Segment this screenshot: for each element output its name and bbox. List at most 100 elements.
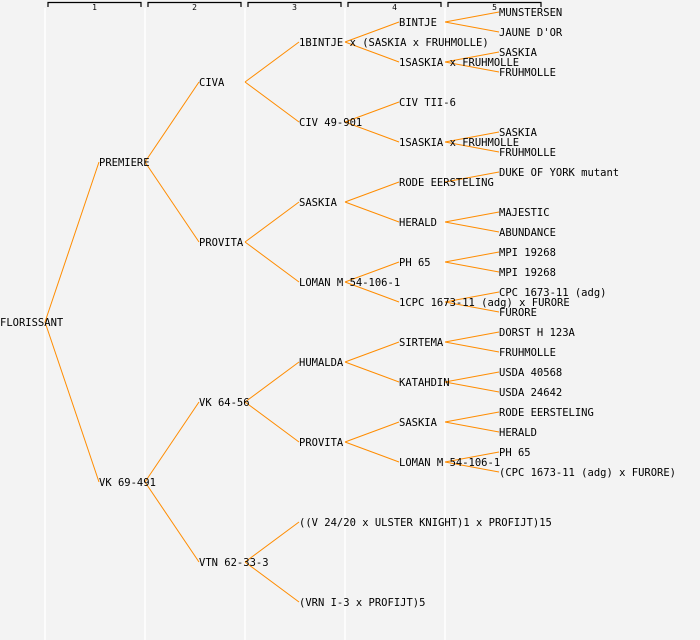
- connector-line: [244, 201, 300, 243]
- generation-bracket: [247, 1, 342, 7]
- pedigree-node[interactable]: VK 69-491: [99, 477, 156, 489]
- pedigree-node[interactable]: SASKIA: [399, 417, 438, 429]
- connector-line: [444, 221, 500, 233]
- pedigree-node[interactable]: CIV 49-901: [299, 117, 362, 129]
- pedigree-node[interactable]: FLORISSANT: [0, 317, 64, 329]
- pedigree-node[interactable]: ((V 24/20 x ULSTER KNIGHT)1 x PROFIJT)15: [299, 517, 552, 529]
- pedigree-node[interactable]: 1SASKIA x FRUHMOLLE: [399, 137, 519, 149]
- pedigree-node[interactable]: VTN 62-33-3: [199, 557, 269, 569]
- generation-number: 2: [192, 3, 197, 12]
- pedigree-node[interactable]: KATAHDIN: [399, 377, 450, 389]
- connector-line: [344, 261, 400, 283]
- connector-line: [444, 61, 500, 73]
- pedigree-node[interactable]: ABUNDANCE: [499, 227, 556, 239]
- connector-line: [444, 131, 500, 143]
- pedigree-node[interactable]: MUNSTERSEN: [499, 7, 562, 19]
- connector-line: [344, 281, 400, 303]
- connector-lines: [44, 11, 500, 603]
- pedigree-node[interactable]: HERALD: [499, 427, 537, 439]
- pedigree-node[interactable]: HERALD: [399, 217, 437, 229]
- generation-gridlines: [44, 8, 446, 640]
- connector-line: [444, 371, 500, 383]
- pedigree-node[interactable]: USDA 24642: [499, 387, 562, 399]
- pedigree-node[interactable]: RODE EERSTELING: [399, 177, 494, 189]
- pedigree-node[interactable]: (VRN I-3 x PROFIJT)5: [299, 597, 425, 609]
- pedigree-node[interactable]: RODE EERSTELING: [499, 407, 594, 419]
- connector-line: [244, 521, 300, 563]
- generation-number: 3: [292, 3, 297, 12]
- connector-line: [144, 481, 200, 563]
- pedigree-node[interactable]: FRUHMOLLE: [499, 347, 556, 359]
- pedigree-node[interactable]: 1CPC 1673-11 (adg) x FURORE: [399, 297, 570, 309]
- connector-line: [444, 331, 500, 343]
- pedigree-node[interactable]: DUKE OF YORK mutant: [499, 167, 619, 179]
- connector-line: [444, 381, 500, 393]
- connector-line: [444, 11, 500, 23]
- pedigree-node[interactable]: SIRTEMA: [399, 337, 444, 349]
- pedigree-node[interactable]: 1BINTJE x (SASKIA x FRUHMOLLE): [299, 37, 489, 49]
- connector-line: [344, 201, 400, 223]
- connector-line: [244, 241, 300, 283]
- pedigree-node[interactable]: CIV TII-6: [399, 97, 456, 109]
- pedigree-node[interactable]: PH 65: [399, 257, 431, 269]
- connector-line: [444, 421, 500, 433]
- connector-line: [444, 341, 500, 353]
- pedigree-node[interactable]: BINTJE: [399, 17, 437, 29]
- connector-line: [444, 451, 500, 463]
- pedigree-node[interactable]: VK 64-56: [199, 397, 250, 409]
- pedigree-node[interactable]: LOMAN M 54-106-1: [299, 277, 400, 289]
- generation-number: 4: [392, 3, 397, 12]
- connector-line: [344, 41, 400, 63]
- connector-line: [44, 321, 100, 483]
- connector-line: [444, 171, 500, 183]
- generation-bracket: [447, 1, 542, 7]
- connector-line: [344, 441, 400, 463]
- generation-bracket: [347, 1, 442, 7]
- pedigree-node[interactable]: JAUNE D'OR: [499, 27, 563, 39]
- pedigree-node[interactable]: PROVITA: [299, 437, 344, 449]
- connector-line: [344, 361, 400, 383]
- pedigree-node[interactable]: MPI 19268: [499, 247, 556, 259]
- generation-bracket: [47, 1, 142, 7]
- pedigree-node[interactable]: (CPC 1673-11 (adg) x FURORE): [499, 467, 676, 479]
- pedigree-node[interactable]: CIVA: [199, 77, 225, 89]
- pedigree-node[interactable]: PROVITA: [199, 237, 244, 249]
- connector-line: [444, 141, 500, 153]
- connector-line: [444, 461, 500, 473]
- pedigree-node[interactable]: SASKIA: [499, 47, 538, 59]
- pedigree-node[interactable]: SASKIA: [499, 127, 538, 139]
- pedigree-node[interactable]: FRUHMOLLE: [499, 67, 556, 79]
- pedigree-node[interactable]: 1SASKIA x FRUHMOLLE: [399, 57, 519, 69]
- pedigree-node[interactable]: PREMIERE: [99, 157, 150, 169]
- connector-line: [144, 161, 200, 243]
- generation-bracket: [147, 1, 242, 7]
- connector-line: [344, 341, 400, 363]
- pedigree-node[interactable]: FURORE: [499, 307, 537, 319]
- pedigree-node[interactable]: SASKIA: [299, 197, 338, 209]
- connector-line: [244, 41, 300, 83]
- connector-line: [244, 561, 300, 603]
- pedigree-node[interactable]: CPC 1673-11 (adg): [499, 287, 606, 299]
- connector-line: [344, 121, 400, 143]
- pedigree-node[interactable]: LOMAN M 54-106-1: [399, 457, 500, 469]
- generation-number: 1: [92, 3, 97, 12]
- pedigree-node[interactable]: HUMALDA: [299, 357, 344, 369]
- pedigree-node[interactable]: USDA 40568: [499, 367, 562, 379]
- pedigree-node[interactable]: DORST H 123A: [499, 327, 576, 339]
- pedigree-node[interactable]: PH 65: [499, 447, 531, 459]
- connector-line: [444, 51, 500, 63]
- connector-line: [244, 401, 300, 443]
- pedigree-node[interactable]: FRUHMOLLE: [499, 147, 556, 159]
- connector-line: [444, 291, 500, 303]
- connector-line: [344, 421, 400, 443]
- connector-line: [144, 81, 200, 163]
- pedigree-node[interactable]: MPI 19268: [499, 267, 556, 279]
- connector-line: [444, 261, 500, 273]
- connector-line: [144, 401, 200, 483]
- pedigree-node[interactable]: MAJESTIC: [499, 207, 550, 219]
- connector-line: [444, 211, 500, 223]
- connector-line: [444, 301, 500, 313]
- connector-line: [244, 81, 300, 123]
